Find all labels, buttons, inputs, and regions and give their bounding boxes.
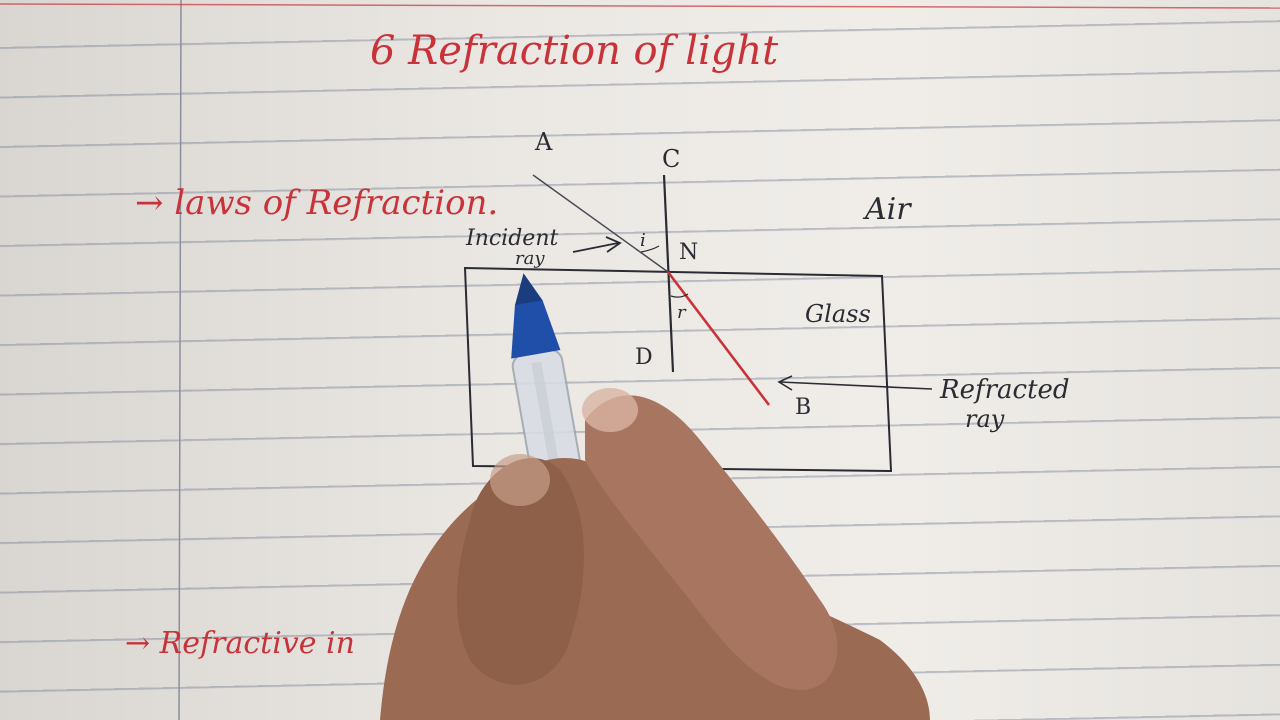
medium-air-label: Air (865, 192, 911, 227)
incident-ray-line (532, 174, 669, 273)
refracted-arrow-line (779, 381, 933, 390)
hand-index-finger (585, 395, 838, 690)
laws-heading: → laws of Refraction. (135, 183, 499, 223)
medium-glass-label: Glass (805, 300, 871, 328)
point-a-label: A (535, 128, 553, 156)
point-d-label: D (635, 345, 653, 370)
incident-ray-label-line2: ray (515, 248, 545, 269)
hand (380, 388, 930, 720)
refracted-ray-label-line2: ray (965, 405, 1005, 433)
angle-r-arc (670, 293, 689, 298)
glass-slab-outline (463, 266, 893, 473)
margin-line (178, 0, 182, 720)
page-title: 6 Refraction of light (370, 28, 779, 74)
top-red-rule (0, 3, 1280, 9)
angle-i-label: i (640, 230, 646, 251)
thumbnail (490, 454, 550, 506)
incident-arrow-head (605, 236, 622, 253)
point-n-label: N (679, 240, 699, 265)
point-b-label: B (795, 395, 812, 420)
refracted-ray-label: Refracted (940, 375, 1070, 405)
refractive-heading: → Refractive in (125, 626, 355, 661)
angle-r-label: r (677, 302, 686, 323)
hand-thumb (456, 458, 584, 685)
point-c-label: C (662, 145, 681, 173)
refracted-ray-line (666, 271, 771, 406)
pen-grip (511, 291, 561, 359)
incident-ray-label: Incident (466, 226, 559, 251)
refracted-arrow-head (777, 375, 793, 391)
angle-i-arc (640, 245, 660, 253)
fingernail (582, 388, 638, 432)
pen-tip (514, 273, 543, 306)
incident-arrow-line (572, 242, 619, 253)
